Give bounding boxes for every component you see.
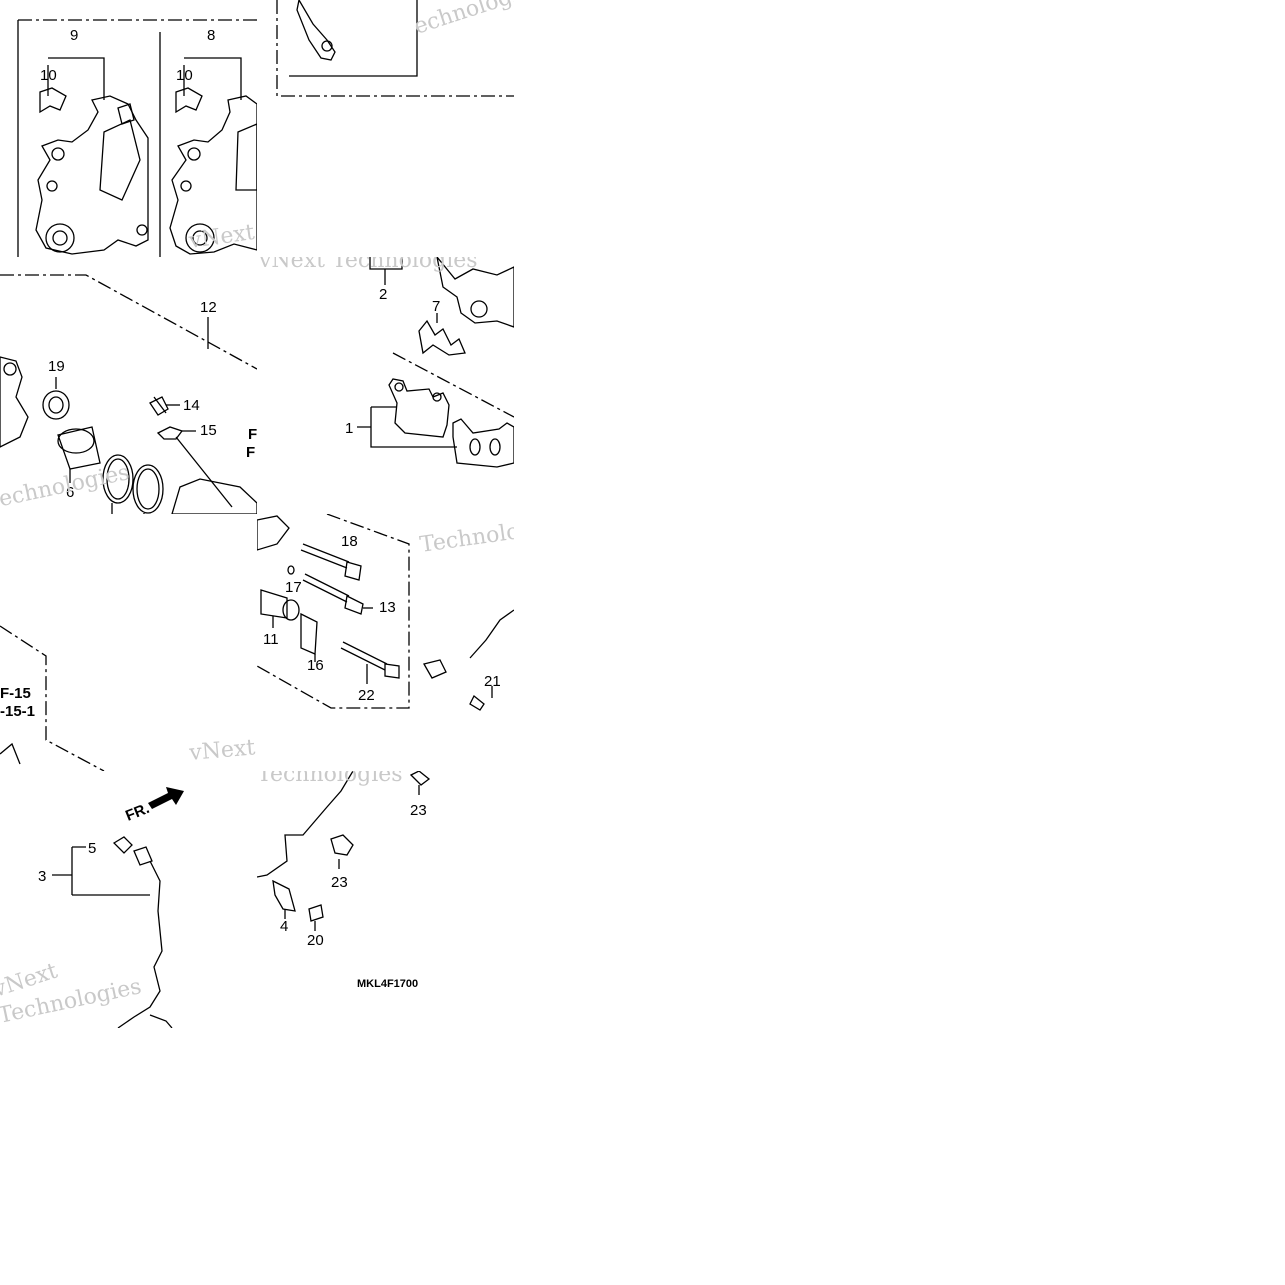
tile-pins-bolts: 18 17 13 11 16 22 Technologies <box>257 514 514 771</box>
harness-drawing: FR. 5 3 vNext Technologies <box>0 787 184 1028</box>
tile-clamps: 23 23 4 20 MKL4F1700 Technologies <box>257 771 514 1028</box>
ref-label-f15: F-15 <box>0 685 31 702</box>
callout-9: 9 <box>70 27 78 44</box>
tile-sensor-cable-right: 21 <box>420 600 514 720</box>
callout-14: 14 <box>183 397 200 414</box>
piston-drawing: 12 19 14 15 6 F F Technologies <box>0 274 257 514</box>
callout-8: 8 <box>207 27 215 44</box>
callout-4: 4 <box>280 918 288 935</box>
callout-7: 7 <box>432 298 440 315</box>
callout-1: 1 <box>345 420 353 437</box>
callout-23a: 23 <box>410 802 427 819</box>
callout-3: 3 <box>38 868 46 885</box>
callout-2: 2 <box>379 286 387 303</box>
reference-drawing: F-15 -15-1 vNext Technologies <box>0 625 257 771</box>
sensor-right-drawing: 21 <box>423 609 514 711</box>
clamps-drawing: 23 23 4 20 MKL4F1700 Technologies <box>257 771 431 990</box>
top-fragment-drawing: echnologies <box>276 0 514 97</box>
callout-17: 17 <box>285 579 302 596</box>
tile-reference: F-15 -15-1 vNext Technologies <box>0 514 257 771</box>
ref-label-15-1: -15-1 <box>0 703 35 720</box>
tile-top-fragment: echnologies <box>257 0 514 100</box>
callout-11: 11 <box>263 631 279 648</box>
callout-15: 15 <box>200 422 217 439</box>
callout-10b: 10 <box>176 67 193 84</box>
callout-20: 20 <box>307 932 324 949</box>
callout-6: 6 <box>66 484 74 501</box>
callout-16: 16 <box>307 657 324 674</box>
callout-23b: 23 <box>331 874 348 891</box>
tile-caliper-brackets: 9 8 10 10 vNext Technologies <box>0 0 257 257</box>
diagram-code: MKL4F1700 <box>357 978 418 990</box>
bracket-drawing: 9 8 10 10 vNext Technologies <box>17 19 257 257</box>
front-arrow: FR. <box>123 787 184 825</box>
watermark-9: Technologies <box>257 771 403 787</box>
callout-5: 5 <box>88 840 96 857</box>
callout-19: 19 <box>48 358 65 375</box>
watermark-2: echnologies <box>411 0 514 40</box>
tile-pads: 2 7 1 vNext Technologies <box>257 257 514 514</box>
tile-piston-seals: 12 19 14 15 6 F F Technologies <box>0 257 257 514</box>
watermark-6: Technologies <box>418 514 514 558</box>
ref-partial-2: F <box>246 444 255 461</box>
pins-drawing: 18 17 13 11 16 22 Technologies <box>257 514 514 709</box>
callout-22: 22 <box>358 687 375 704</box>
callout-21: 21 <box>484 673 501 690</box>
pads-drawing: 2 7 1 vNext Technologies <box>258 257 514 468</box>
callout-10a: 10 <box>40 67 57 84</box>
callout-18: 18 <box>341 533 358 550</box>
watermark-1: vNext Technologies <box>186 199 257 254</box>
tile-sensor-harness: FR. 5 3 vNext Technologies <box>0 771 257 1028</box>
ref-partial-1: F <box>248 426 257 443</box>
watermark-4: vNext Technologies <box>258 257 478 273</box>
callout-13: 13 <box>379 599 396 616</box>
watermark-5: vNext Technologies <box>187 722 257 766</box>
front-arrow-label: FR. <box>123 800 152 825</box>
callout-12: 12 <box>200 299 217 316</box>
